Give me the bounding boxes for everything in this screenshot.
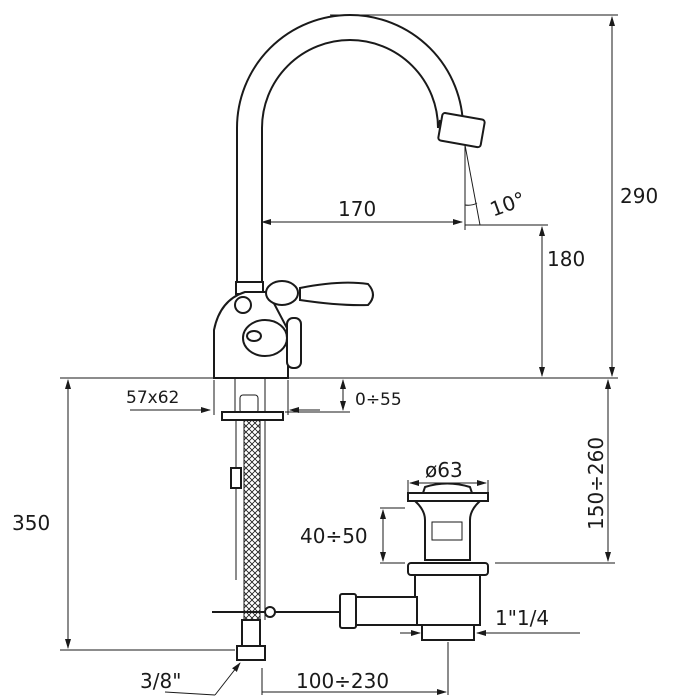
dimension-lines bbox=[60, 14, 618, 696]
label-waste-diameter: ø63 bbox=[425, 458, 463, 482]
label-waste-thread: 1"1/4 bbox=[495, 606, 549, 630]
label-waste-length: 40÷50 bbox=[300, 524, 368, 548]
pop-up-waste bbox=[339, 482, 489, 641]
label-below-deck: 350 bbox=[12, 511, 50, 535]
label-deck-thickness: 0÷55 bbox=[355, 390, 402, 410]
label-hose-thread: 3/8" bbox=[140, 669, 181, 693]
label-spout-angle: 10° bbox=[487, 187, 529, 222]
spout bbox=[236, 14, 486, 300]
supply-hose bbox=[212, 377, 340, 661]
label-base-size: 57x62 bbox=[126, 388, 179, 408]
label-total-height: 290 bbox=[620, 184, 658, 208]
label-waste-depth: 150÷260 bbox=[584, 437, 608, 530]
mixer-body bbox=[213, 280, 374, 379]
label-spout-reach: 170 bbox=[338, 197, 376, 221]
label-spout-height: 180 bbox=[547, 247, 585, 271]
label-rod-length: 100÷230 bbox=[296, 669, 389, 693]
knurled-nut bbox=[339, 593, 357, 629]
aerator-nozzle bbox=[437, 112, 486, 149]
lever-handle bbox=[299, 281, 374, 307]
